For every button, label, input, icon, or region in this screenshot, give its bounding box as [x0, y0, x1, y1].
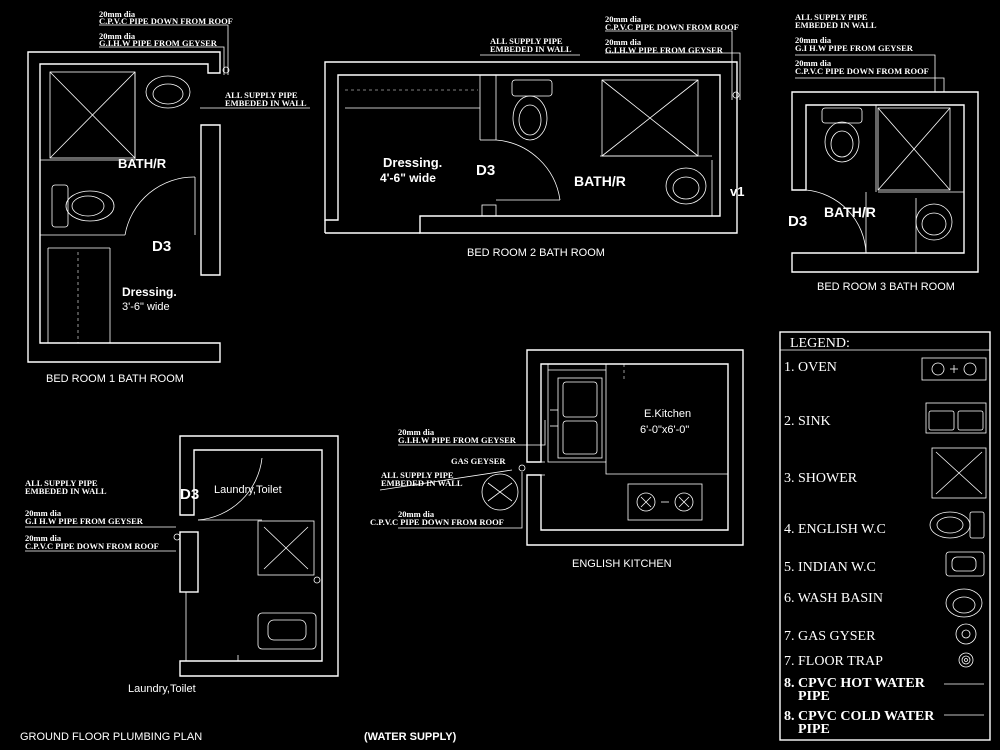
note-supply: EMBEDED IN WALL [490, 44, 572, 54]
legend-item: 4. ENGLISH W.C [784, 522, 886, 537]
legend-hot-pipe: 8. CPVC HOT WATER [784, 676, 926, 691]
indian-wc [257, 612, 317, 650]
dressing-label: Dressing. [383, 155, 442, 170]
note-supply: EMBEDED IN WALL [381, 478, 463, 488]
note-dia: 20mm dia [605, 14, 642, 24]
legend-title: LEGEND: [790, 336, 850, 351]
floor-trap [313, 576, 321, 584]
dressing-width: 4'-6" wide [380, 171, 436, 185]
english-wc [821, 107, 863, 124]
note-dia: 20mm dia [99, 31, 136, 41]
shower-tray [257, 520, 315, 576]
note-dia: 20mm dia [605, 37, 642, 47]
door-label: D3 [152, 238, 171, 255]
bed-room-3-bath: ALL SUPPLY PIPE EMBEDED IN WALL 20mm dia… [788, 12, 979, 293]
shower-icon [931, 447, 987, 499]
oven-hob [627, 483, 703, 521]
door-label: D3 [788, 213, 807, 230]
room-caption: BED ROOM 2 BATH ROOM [467, 247, 605, 259]
legend-hot-pipe: PIPE [798, 689, 830, 704]
note-dia: 20mm dia [795, 35, 832, 45]
indian-wc-icon [945, 551, 985, 577]
room-size: 6'-0"x6'-0" [640, 424, 689, 436]
window-label: v1 [730, 184, 744, 199]
legend-item: 7. GAS GYSER [784, 629, 876, 644]
bed-room-2-bath: 20mm dia C.P.V.C PIPE DOWN FROM ROOF 20m… [324, 14, 744, 259]
note-cpvc: C.P.V.C PIPE DOWN FROM ROOF [795, 66, 929, 76]
note-cpvc: C.P.V.C PIPE DOWN FROM ROOF [370, 517, 504, 527]
legend-item: 6. WASH BASIN [784, 591, 883, 606]
room-caption: Laundry,Toilet [128, 683, 196, 695]
wash-basin [665, 167, 707, 205]
note-supply: ALL SUPPLY PIPE [490, 36, 563, 46]
sink-icon [925, 402, 987, 434]
room-bath-label: BATH/R [574, 173, 626, 189]
note-supply: ALL SUPPLY PIPE [225, 90, 298, 100]
door-label: D3 [180, 486, 199, 503]
room-label: Laundry,Toilet [214, 484, 282, 496]
note-gi: G.I H.W PIPE FROM GEYSER [795, 43, 914, 53]
room-bath-label: BATH/R [118, 156, 167, 171]
shower-tray [877, 107, 951, 191]
legend-cold-pipe: 8. CPVC COLD WATER [784, 709, 935, 724]
note-gi: G.I.H.W PIPE FROM GEYSER [398, 435, 517, 445]
room-label: E.Kitchen [644, 408, 691, 420]
page-title: GROUND FLOOR PLUMBING PLAN [20, 731, 202, 743]
door-label: D3 [476, 162, 495, 179]
wash-basin-icon [945, 588, 983, 618]
note-supply: ALL SUPPLY PIPE [381, 470, 454, 480]
room-caption: BED ROOM 1 BATH ROOM [46, 373, 184, 385]
legend-item: 2. SINK [784, 414, 831, 429]
note-cpvc: C.P.V.C PIPE DOWN FROM ROOF [99, 16, 233, 26]
note-supply: EMBEDED IN WALL [225, 98, 307, 108]
note-dia: 20mm dia [25, 508, 62, 518]
wash-basin [145, 75, 191, 109]
note-supply: EMBEDED IN WALL [25, 486, 107, 496]
note-supply: ALL SUPPLY PIPE [25, 478, 98, 488]
gas-geyser [481, 473, 519, 511]
room-caption: ENGLISH KITCHEN [572, 558, 672, 570]
note-dia: 20mm dia [398, 509, 435, 519]
note-dia: 20mm dia [398, 427, 435, 437]
legend-cold-pipe: PIPE [798, 722, 830, 737]
english-wc-icon [929, 511, 971, 539]
note-cpvc: C.P.V.C PIPE DOWN FROM ROOF [605, 22, 739, 32]
room-bath-label: BATH/R [824, 204, 876, 220]
note-dia: 20mm dia [99, 9, 136, 19]
page-subtitle: (WATER SUPPLY) [364, 731, 457, 743]
oven-icon [921, 357, 987, 381]
note-gi: G.I H.W PIPE FROM GEYSER [25, 516, 144, 526]
english-wc [51, 184, 69, 228]
dressing-label: Dressing. [122, 285, 177, 299]
room-caption: BED ROOM 3 BATH ROOM [817, 281, 955, 293]
note-dia: 20mm dia [25, 533, 62, 543]
legend-item: 3. SHOWER [784, 471, 858, 486]
note-cpvc: C.P.V.C PIPE DOWN FROM ROOF [25, 541, 159, 551]
english-kitchen: 20mm dia G.I.H.W PIPE FROM GEYSER GAS GE… [370, 349, 744, 570]
floor-trap-icon [958, 652, 974, 668]
note-gas-geyser: GAS GEYSER [451, 456, 506, 466]
dressing-width: 3'-6" wide [122, 301, 170, 313]
laundry-toilet: ALL SUPPLY PIPE EMBEDED IN WALL 20mm dia… [25, 435, 339, 695]
english-wc [511, 79, 553, 97]
note-dia: 20mm dia [795, 58, 832, 68]
bed-room-1-bath: 20mm dia C.P.V.C PIPE DOWN FROM ROOF 20m… [27, 9, 310, 385]
legend-box [779, 331, 991, 741]
legend-item: 7. FLOOR TRAP [784, 654, 883, 669]
note-supply: EMBEDED IN WALL [795, 20, 877, 30]
note-gi: G.I.H.W PIPE FROM GEYSER [99, 38, 218, 48]
kitchen-sink [557, 377, 603, 459]
note-supply: ALL SUPPLY PIPE [795, 12, 868, 22]
note-gi: G.I.H.W PIPE FROM GEYSER [605, 45, 724, 55]
legend-item: 1. OVEN [784, 360, 837, 375]
gas-geyser-icon [955, 623, 977, 645]
legend-item: 5. INDIAN W.C [784, 560, 876, 575]
legend: LEGEND: 1. OVEN 2. SINK 3. SHOWER 4. ENG… [779, 331, 991, 741]
